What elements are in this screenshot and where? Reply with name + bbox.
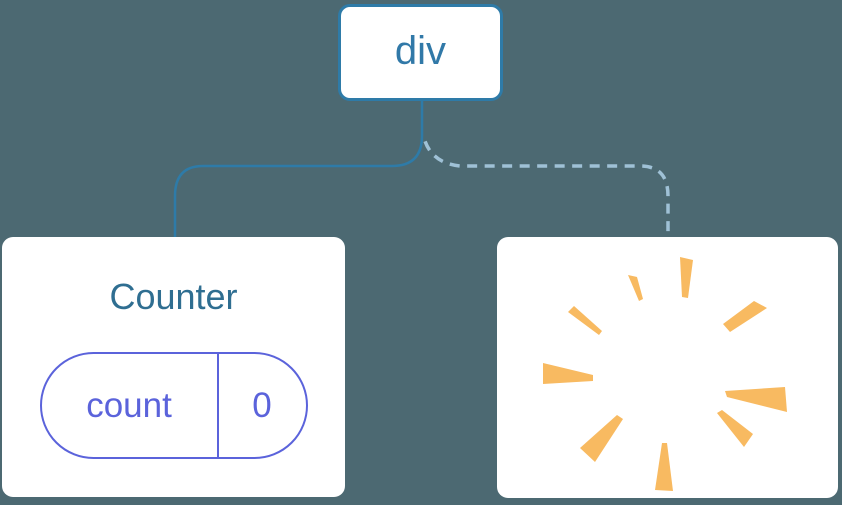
component-title: Counter [109,276,238,317]
removed-component-node [497,237,838,498]
state-value-label: 0 [252,385,272,425]
state-pill: count 0 [39,352,308,459]
root-node-label: div [394,28,447,73]
solid-connector-line [173,101,424,238]
state-key-label: count [42,354,219,457]
root-node-div: div [338,4,503,101]
counter-component-node: Counter count 0 [2,237,345,497]
dashed-connector-line [422,137,670,238]
poof-burst-icon [543,257,787,491]
